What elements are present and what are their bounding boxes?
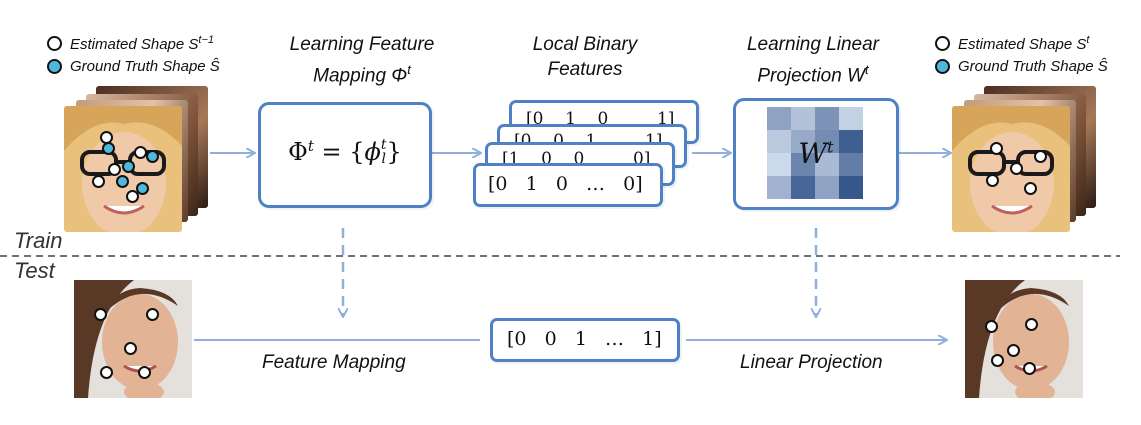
linear-projection-label: Linear Projection: [740, 352, 883, 373]
landmark-estimated: [94, 308, 107, 321]
landmark-ground-truth: [116, 175, 129, 188]
landmark-ground-truth: [146, 150, 159, 163]
landmark-estimated: [146, 308, 159, 321]
landmark-estimated: [985, 320, 998, 333]
matrix-cell: [791, 107, 815, 130]
landmark-estimated: [990, 142, 1003, 155]
face-image-front: [952, 106, 1070, 232]
landmark-estimated: [1034, 150, 1047, 163]
landmark-estimated: [92, 175, 105, 188]
training-face-stack-right: [952, 86, 1102, 232]
binary-vector-card-front: [0 1 0 … 0]: [473, 163, 663, 207]
landmark-estimated: [1024, 182, 1037, 195]
test-face-input: [74, 280, 192, 398]
test-binary-vector-card: [0 0 1 … 1]: [490, 318, 680, 362]
estimated-shape-marker-icon: [47, 36, 62, 51]
legend-ground-truth-left: Ground Truth Shape Ŝ: [47, 58, 220, 75]
matrix-cell: [839, 107, 863, 130]
landmark-ground-truth: [122, 160, 135, 173]
legend-estimated-left-sup: t−1: [198, 34, 215, 46]
heading-linear-projection: Learning Linear Projection Wt: [718, 32, 908, 88]
landmark-estimated: [108, 163, 121, 176]
formula-close: }: [386, 138, 402, 166]
formula-phi-sup: t: [380, 136, 387, 153]
matrix-cell: [791, 176, 815, 199]
matrix-label-text: W: [798, 137, 828, 170]
formula-phi: ϕ: [364, 138, 381, 166]
matrix-cell: [767, 130, 791, 153]
heading-lbf-line1: Local Binary: [532, 34, 638, 55]
train-label: Train: [14, 228, 63, 253]
landmark-estimated: [1023, 362, 1036, 375]
landmark-estimated: [124, 342, 137, 355]
test-face-output: [965, 280, 1083, 398]
landmark-ground-truth: [136, 182, 149, 195]
formula-eq: = {: [313, 138, 365, 166]
legend-estimated-left: Estimated Shape St−1: [47, 34, 214, 53]
test-face-input-image: [74, 280, 192, 398]
landmark-estimated: [1025, 318, 1038, 331]
ground-truth-marker-icon: [47, 59, 62, 74]
matrix-cell: [767, 153, 791, 176]
estimated-shape-marker-icon: [935, 36, 950, 51]
formula-phi-sub: l: [381, 150, 386, 167]
formula-lhs: Φ: [288, 138, 308, 166]
legend-estimated-right-label: Estimated Shape S: [958, 36, 1087, 53]
test-face-output-image: [965, 280, 1083, 398]
landmark-estimated: [1007, 344, 1020, 357]
heading-feature-mapping: Learning Feature Mapping Φt: [262, 32, 462, 88]
heading-feature-mapping-line2: Mapping Φ: [313, 65, 408, 87]
legend-estimated-right: Estimated Shape St: [935, 34, 1089, 53]
heading-projection-line1: Learning Linear: [746, 34, 880, 55]
matrix-cell: [839, 176, 863, 199]
heading-feature-mapping-sup: t: [407, 62, 411, 77]
matrix-cell: [815, 130, 839, 153]
heading-lbf-line2: Features: [547, 59, 623, 80]
legend-estimated-right-sup: t: [1086, 34, 1090, 46]
heading-projection-sup: t: [865, 62, 869, 77]
heading-projection-line2: Projection W: [757, 65, 866, 87]
legend-ground-truth-right: Ground Truth Shape Ŝ: [935, 58, 1108, 75]
matrix-label-sup: t: [827, 137, 834, 157]
matrix-cell: [767, 176, 791, 199]
legend-estimated-left-label: Estimated Shape S: [70, 36, 199, 53]
landmark-estimated: [100, 366, 113, 379]
matrix-cell: [815, 107, 839, 130]
landmark-estimated: [126, 190, 139, 203]
projection-matrix-label: Wt: [736, 137, 896, 170]
test-label: Test: [14, 258, 55, 283]
matrix-cell: [839, 130, 863, 153]
matrix-cell: [791, 153, 815, 176]
feature-mapping-label: Feature Mapping: [262, 352, 406, 373]
matrix-cell: [839, 153, 863, 176]
formula-lhs-sup: t: [307, 137, 314, 155]
landmark-estimated: [138, 366, 151, 379]
test-binary-vector: [0 0 1 … 1]: [507, 328, 662, 350]
legend-ground-truth-right-label: Ground Truth Shape Ŝ: [958, 58, 1108, 75]
heading-feature-mapping-line1: Learning Feature: [289, 34, 435, 55]
landmark-estimated: [991, 354, 1004, 367]
landmark-estimated: [1010, 162, 1023, 175]
ground-truth-marker-icon: [935, 59, 950, 74]
matrix-cell: [815, 176, 839, 199]
matrix-cell: [815, 153, 839, 176]
projection-matrix-grid: [767, 107, 863, 199]
projection-matrix-card: Wt: [733, 98, 899, 210]
training-face-stack-left: [64, 86, 214, 232]
landmark-ground-truth: [102, 142, 115, 155]
legend-ground-truth-left-label: Ground Truth Shape Ŝ: [70, 58, 220, 75]
landmark-estimated: [986, 174, 999, 187]
matrix-cell: [791, 130, 815, 153]
heading-local-binary-features: Local Binary Features: [500, 32, 670, 82]
binary-vector-front: [0 1 0 … 0]: [488, 173, 643, 195]
matrix-cell: [767, 107, 791, 130]
